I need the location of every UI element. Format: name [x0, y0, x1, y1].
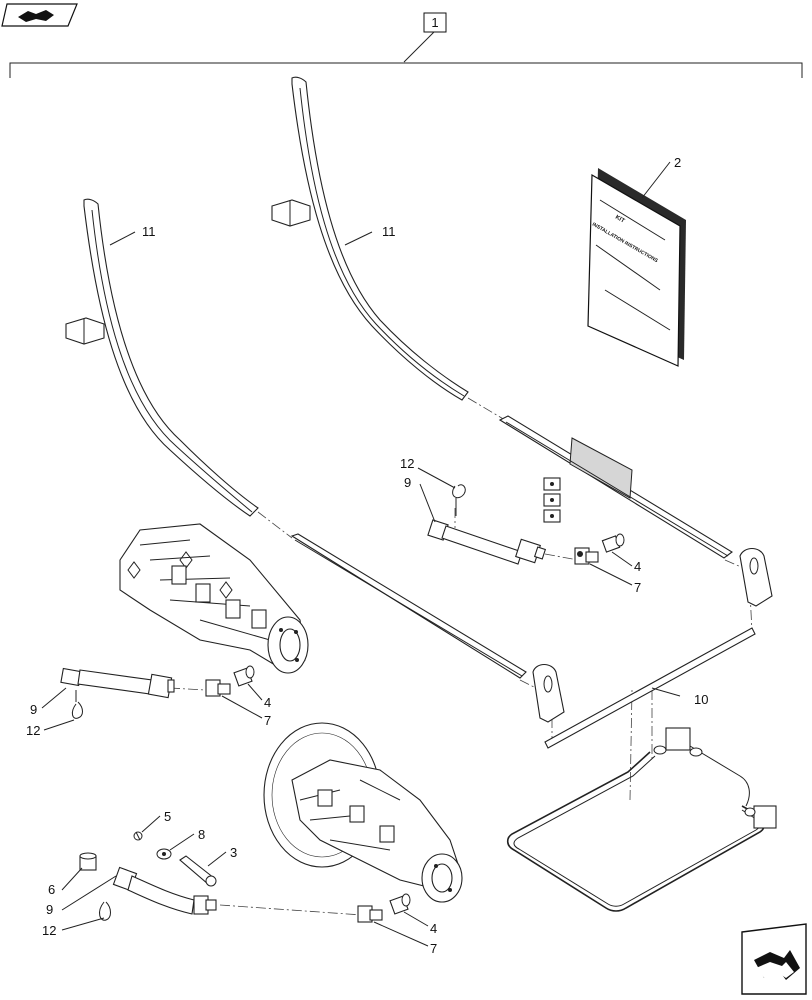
callout-clip: 5	[164, 809, 171, 824]
callout-strip-right: 11	[382, 224, 396, 239]
plug	[79, 852, 97, 871]
callout-elbow-c: 7	[430, 941, 437, 956]
assembly-bracket: 1	[9, 12, 803, 78]
assembly-callout: 1	[431, 15, 438, 30]
elbow-middle	[205, 679, 231, 697]
callout-hose-a: 9	[30, 702, 37, 717]
hydraulic-pump-upper	[119, 523, 309, 674]
clip	[133, 831, 143, 841]
next-page-arrow-icon[interactable]	[741, 923, 807, 995]
callout-tie-c: 12	[42, 923, 56, 938]
hydraulic-pump-lower	[263, 722, 463, 903]
rubber-strip-right: 11	[271, 76, 469, 401]
callout-washer: 8	[198, 827, 205, 842]
upper-rail	[498, 415, 773, 607]
fitting-lower	[389, 893, 411, 915]
callout-hose-c: 9	[46, 902, 53, 917]
callout-fitting-c: 4	[430, 921, 437, 936]
wiring-harness: 10	[506, 627, 777, 912]
callout-manual: 2	[674, 155, 681, 170]
fitting-upper	[601, 533, 625, 553]
hose-assembly-lower: 5 8 3 6 9 12 4 7	[42, 809, 437, 956]
callout-elbow-b: 7	[634, 580, 641, 595]
callout-harness: 10	[694, 692, 708, 707]
elbow-lower	[357, 905, 383, 923]
hose-lower	[112, 866, 217, 915]
callout-pin: 3	[230, 845, 237, 860]
callout-fitting-b: 4	[634, 559, 641, 574]
hose-middle	[60, 667, 175, 699]
back-arrow-icon[interactable]	[1, 3, 78, 27]
callout-strip-left: 11	[142, 224, 156, 239]
lower-rail	[290, 533, 565, 723]
bracket-stack	[543, 477, 561, 523]
fitting-middle	[233, 665, 255, 687]
pin	[179, 855, 217, 887]
center-lines	[169, 397, 753, 916]
washer	[156, 848, 172, 860]
callout-fitting-a: 4	[264, 695, 271, 710]
hose-assembly-middle: 9 12 4 7	[26, 665, 271, 738]
rubber-strip-left: 11	[65, 198, 259, 517]
callout-tie-a: 12	[26, 723, 40, 738]
callout-elbow-a: 7	[264, 713, 271, 728]
installation-manual: KIT INSTALLATION INSTRUCTIONS 2	[587, 155, 686, 367]
callout-hose-b: 9	[404, 475, 411, 490]
hose-upper	[427, 519, 547, 565]
elbow-upper	[574, 547, 599, 565]
hose-assembly-upper: 12 9 4 7	[400, 456, 641, 595]
manual-title-line1: KIT	[614, 215, 626, 225]
callout-tie-b: 12	[400, 456, 414, 471]
callout-plug: 6	[48, 882, 55, 897]
